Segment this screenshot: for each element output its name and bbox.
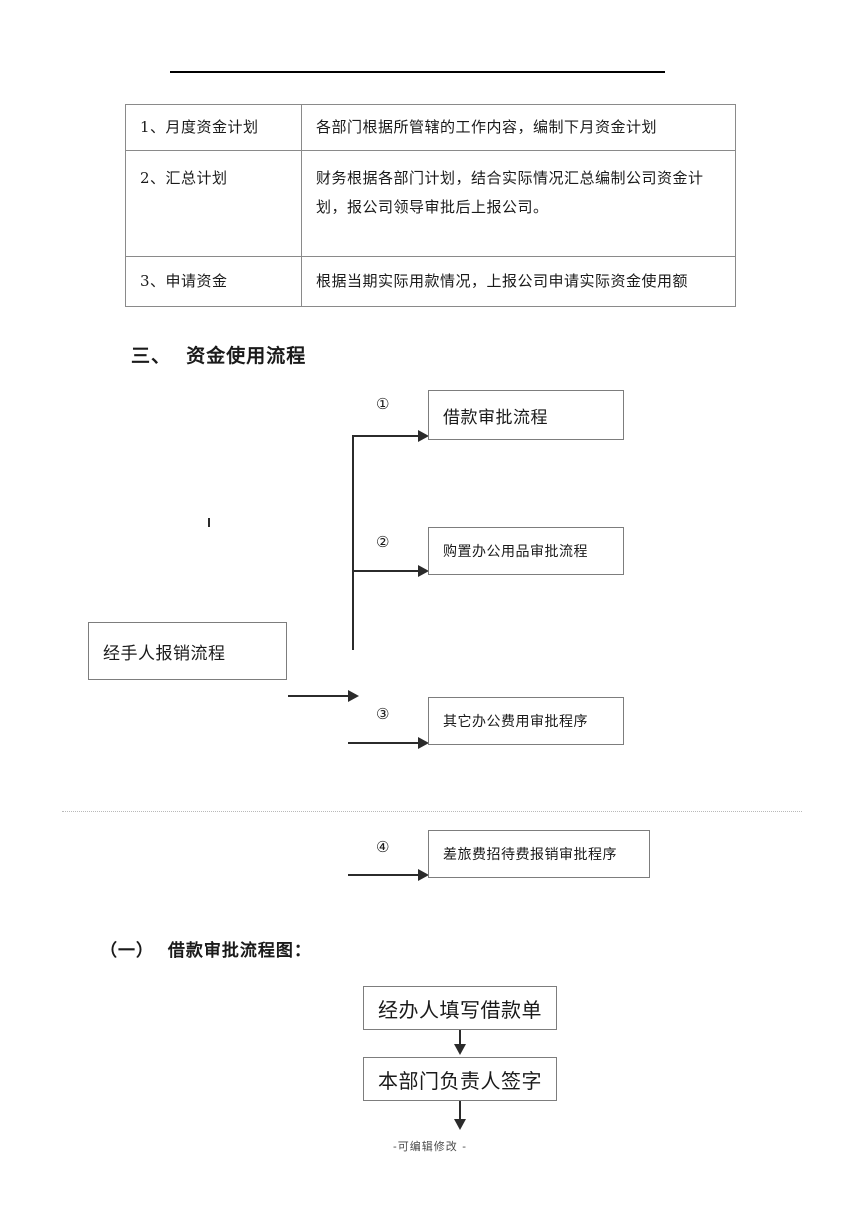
flow-box-branch-4: 差旅费招待费报销审批程序 <box>428 830 650 878</box>
table-cell-label: 2、汇总计划 <box>125 150 302 257</box>
stray-mark <box>208 518 210 527</box>
arrow-head-icon <box>348 690 359 702</box>
footer-note: -可编辑修改 - <box>393 1140 467 1153</box>
flow-box-branch-1: 借款审批流程 <box>428 390 624 440</box>
table-cell-description: 各部门根据所管辖的工作内容，编制下月资金计划 <box>301 104 736 151</box>
table-cell-label: 1、月度资金计划 <box>125 104 302 151</box>
arrow-head-icon <box>454 1119 466 1130</box>
table-cell-description: 根据当期实际用款情况，上报公司申请实际资金使用额 <box>301 256 736 307</box>
flow-box-branch-2: 购置办公用品审批流程 <box>428 527 624 575</box>
flow-box-source: 经手人报销流程 <box>88 622 287 680</box>
connector-branch-3 <box>348 742 420 744</box>
table-cell-description: 财务根据各部门计划，结合实际情况汇总编制公司资金计 划，报公司领导审批后上报公司… <box>301 150 736 257</box>
connector-source-out <box>288 695 350 697</box>
section-heading-three: 三、 资金使用流程 <box>131 345 307 367</box>
arrow-head-icon <box>454 1044 466 1055</box>
branch-marker-4: ④ <box>376 838 390 856</box>
fund-plan-table: 1、月度资金计划 各部门根据所管辖的工作内容，编制下月资金计划 2、汇总计划 财… <box>125 104 736 307</box>
table-row: 1、月度资金计划 各部门根据所管辖的工作内容，编制下月资金计划 <box>125 104 736 151</box>
subsection-heading-one: （一） 借款审批流程图： <box>100 941 312 961</box>
branch-marker-1: ① <box>376 395 390 413</box>
arrow-head-icon <box>418 430 429 442</box>
connector-loan-1 <box>459 1030 461 1046</box>
flow-box-branch-3: 其它办公费用审批程序 <box>428 697 624 745</box>
table-cell-label: 3、申请资金 <box>125 256 302 307</box>
arrow-head-icon <box>418 869 429 881</box>
connector-branch-1 <box>352 435 420 437</box>
connector-spine-vertical <box>352 435 354 650</box>
branch-marker-2: ② <box>376 533 390 551</box>
connector-branch-4 <box>348 874 420 876</box>
arrow-head-icon <box>418 565 429 577</box>
flow-box-loan-step-2: 本部门负责人签字 <box>363 1057 557 1101</box>
page-separator-dotted <box>62 811 802 812</box>
connector-branch-2 <box>352 570 420 572</box>
connector-loan-2 <box>459 1101 461 1121</box>
branch-marker-3: ③ <box>376 705 390 723</box>
table-row: 3、申请资金 根据当期实际用款情况，上报公司申请实际资金使用额 <box>125 256 736 307</box>
arrow-head-icon <box>418 737 429 749</box>
table-row: 2、汇总计划 财务根据各部门计划，结合实际情况汇总编制公司资金计 划，报公司领导… <box>125 150 736 257</box>
top-horizontal-rule <box>170 71 665 73</box>
flow-box-loan-step-1: 经办人填写借款单 <box>363 986 557 1030</box>
